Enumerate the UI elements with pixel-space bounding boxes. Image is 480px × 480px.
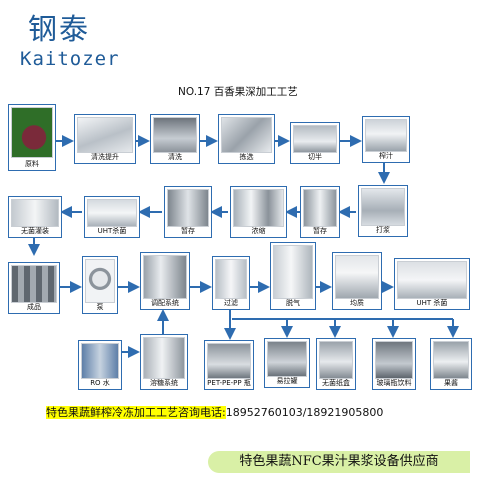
filling-line-image	[433, 341, 469, 379]
supplier-banner: 特色果蔬NFC果汁果浆设备供应商	[208, 451, 470, 473]
step-label: 原料	[25, 160, 39, 168]
step-deaeration: 脱气	[270, 242, 316, 310]
step-label: UHT杀菌	[97, 227, 127, 235]
step-can: 易拉罐	[264, 338, 310, 388]
contact-phones: 18952760103/18921905800	[225, 406, 384, 419]
step-label: 易拉罐	[276, 377, 298, 385]
tank-image	[143, 255, 187, 299]
step-jam: 果酱	[430, 338, 472, 390]
step-label: 脱气	[286, 299, 300, 307]
step-glass-bottle: 玻璃瓶饮料	[372, 338, 416, 390]
step-label: 浓缩	[251, 227, 266, 235]
step-pet-bottle: PET-PE-PP 瓶	[204, 340, 254, 390]
step-label: 清洗提升	[91, 153, 119, 161]
step-label: 溶糖系统	[150, 379, 178, 387]
filling-line-image	[319, 341, 353, 379]
step-homogenize: 均质	[332, 252, 382, 310]
step-uht-sterilize-2: UHT 杀菌	[394, 258, 470, 310]
deaerator-image	[273, 245, 313, 299]
machine-image	[293, 125, 337, 153]
filling-line-image	[267, 341, 307, 377]
filling-line-image	[207, 343, 251, 379]
drums-image	[11, 265, 57, 303]
step-label: 打浆	[376, 226, 390, 234]
step-raw-material: 原料	[8, 104, 56, 171]
diagram-title: NO.17 百香果深加工工艺	[178, 86, 298, 98]
step-press: 榨汁	[362, 116, 410, 163]
step-label: 清洗	[168, 153, 182, 161]
filter-image	[215, 259, 247, 299]
passion-fruit-image	[11, 107, 53, 158]
step-finished-product: 成品	[8, 262, 60, 314]
machine-image	[11, 199, 59, 227]
brand-name-cn: 钢泰	[28, 12, 91, 46]
step-blending-system: 调配系统	[140, 252, 190, 310]
contact-line: 特色果蔬鲜榨冷冻加工工艺咨询电话:18952760103/18921905800	[46, 404, 383, 420]
step-label: RO 水	[90, 379, 110, 387]
step-label: 无菌灌装	[21, 227, 49, 235]
step-concentrate: 浓缩	[230, 186, 287, 238]
step-label: 成品	[27, 303, 41, 311]
machine-image	[365, 119, 407, 152]
evaporator-image	[233, 189, 284, 227]
machine-image	[153, 117, 197, 153]
machine-image	[397, 261, 467, 299]
step-aseptic-carton: 无菌纸盒	[316, 338, 356, 390]
tank-image	[167, 189, 209, 227]
step-label: 无菌纸盒	[322, 379, 350, 387]
pump-image	[85, 259, 115, 303]
brand-name-en: Kaitozer	[20, 48, 120, 70]
contact-label: 特色果蔬鲜榨冷冻加工工艺咨询电话:	[46, 406, 226, 419]
step-label: UHT 杀菌	[416, 299, 448, 307]
tank-image	[143, 337, 185, 379]
machine-image	[77, 117, 133, 153]
tank-image	[303, 189, 337, 227]
step-label: 拣选	[239, 153, 254, 161]
step-label: 过滤	[224, 299, 238, 307]
step-sugar-dissolving: 溶糖系统	[140, 334, 188, 390]
machine-image	[221, 117, 272, 153]
step-label: 果酱	[444, 379, 458, 387]
step-label: 切半	[308, 153, 322, 161]
homogenizer-image	[335, 255, 379, 299]
step-pump: 泵	[82, 256, 118, 314]
step-temp-storage-1: 暂存	[164, 186, 212, 238]
step-uht-sterilize-1: UHT杀菌	[84, 196, 140, 238]
step-temp-storage-2: 暂存	[300, 186, 340, 238]
step-sort: 拣选	[218, 114, 275, 164]
step-label: 暂存	[181, 227, 195, 235]
step-label: 玻璃瓶饮料	[376, 379, 412, 387]
step-label: 暂存	[313, 227, 327, 235]
filling-line-image	[375, 341, 413, 379]
ro-system-image	[81, 343, 119, 379]
step-wash: 清洗	[150, 114, 200, 164]
machine-image	[87, 199, 137, 227]
step-ro-water: RO 水	[78, 340, 122, 390]
step-label: 均质	[350, 299, 364, 307]
step-filter: 过滤	[212, 256, 250, 310]
machine-image	[361, 188, 405, 226]
step-aseptic-filling: 无菌灌装	[8, 196, 62, 238]
step-label: 调配系统	[151, 299, 179, 307]
step-label: PET-PE-PP 瓶	[207, 379, 251, 387]
step-label: 榨汁	[379, 152, 393, 160]
step-cut: 切半	[290, 122, 340, 164]
step-pulping: 打浆	[358, 185, 408, 237]
step-label: 泵	[96, 303, 104, 311]
step-wash-lift: 清洗提升	[74, 114, 136, 164]
